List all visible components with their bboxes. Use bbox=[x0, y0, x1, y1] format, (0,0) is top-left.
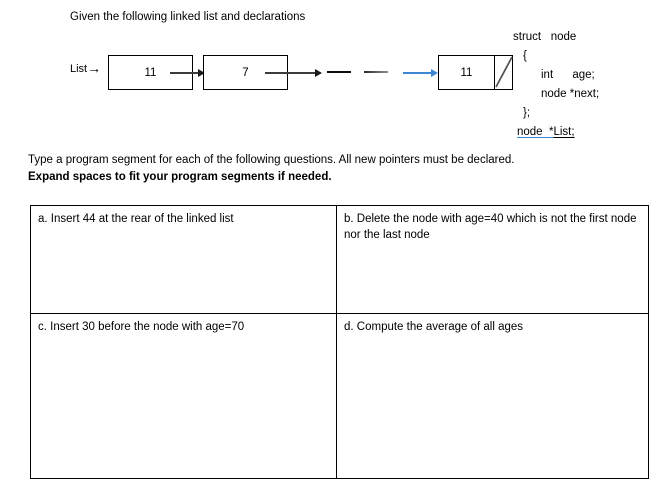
answer-cell-d[interactable]: d. Compute the average of all ages bbox=[336, 313, 649, 479]
list-pointer-label: List→ bbox=[70, 60, 102, 76]
struct-list-type: node * bbox=[517, 126, 554, 138]
struct-line-list-decl: node *List; bbox=[513, 123, 599, 142]
answer-cell-c[interactable]: c. Insert 30 before the node with age=70 bbox=[30, 313, 337, 479]
struct-line-header: struct node bbox=[513, 31, 577, 43]
list-node-last-value: 11 bbox=[460, 66, 473, 79]
list-node-2-value: 7 bbox=[242, 66, 249, 79]
struct-line-close-brace: }; bbox=[523, 107, 531, 119]
node-field-divider bbox=[494, 56, 496, 89]
null-slash-svg bbox=[495, 56, 513, 88]
linked-list-diagram: List→ 11 7 11 bbox=[0, 0, 660, 145]
link-arrow-blue-icon bbox=[403, 68, 440, 78]
struct-line-field-age: int age; bbox=[541, 69, 595, 81]
link-arrow-2-shaft bbox=[265, 72, 316, 74]
instructions-line-1: Type a program segment for each of the f… bbox=[28, 154, 515, 166]
instructions-line-2: Expand spaces to fit your program segmen… bbox=[28, 171, 332, 183]
list-pointer-text: List bbox=[70, 63, 88, 75]
link-arrow-2-head bbox=[315, 68, 322, 77]
link-arrow-1-shaft bbox=[170, 72, 199, 74]
struct-line-open-brace: { bbox=[523, 50, 527, 62]
answer-table: a. Insert 44 at the rear of the linked l… bbox=[30, 205, 649, 479]
list-node-1-value: 11 bbox=[144, 66, 157, 79]
link-arrow-1-head bbox=[198, 68, 205, 77]
link-arrow-2-icon bbox=[265, 68, 323, 78]
link-arrow-blue-head bbox=[431, 68, 438, 77]
struct-line-field-next: node *next; bbox=[541, 88, 600, 100]
answer-cell-a[interactable]: a. Insert 44 at the rear of the linked l… bbox=[30, 205, 337, 314]
intro-heading: Given the following linked list and decl… bbox=[70, 11, 306, 23]
instructions-block: Type a program segment for each of the f… bbox=[28, 152, 648, 186]
link-arrow-blue-shaft bbox=[403, 72, 433, 74]
answer-cell-b[interactable]: b. Delete the node with age=40 which is … bbox=[336, 205, 649, 314]
null-pointer-slash-icon bbox=[494, 56, 513, 89]
link-arrow-1-icon bbox=[170, 68, 206, 78]
table-row: a. Insert 44 at the rear of the linked l… bbox=[30, 205, 649, 314]
struct-declaration: struct node { int age; node *next; }; no… bbox=[513, 28, 599, 142]
ellipsis-dash-2 bbox=[364, 71, 388, 73]
list-node-1: 11 bbox=[108, 55, 193, 90]
struct-list-name: List; bbox=[553, 126, 575, 138]
list-pointer-arrow-icon: → bbox=[87, 60, 102, 76]
ellipsis-dash-1 bbox=[327, 71, 351, 73]
list-node-last: 11 bbox=[438, 55, 513, 90]
table-row: c. Insert 30 before the node with age=70… bbox=[30, 313, 649, 479]
